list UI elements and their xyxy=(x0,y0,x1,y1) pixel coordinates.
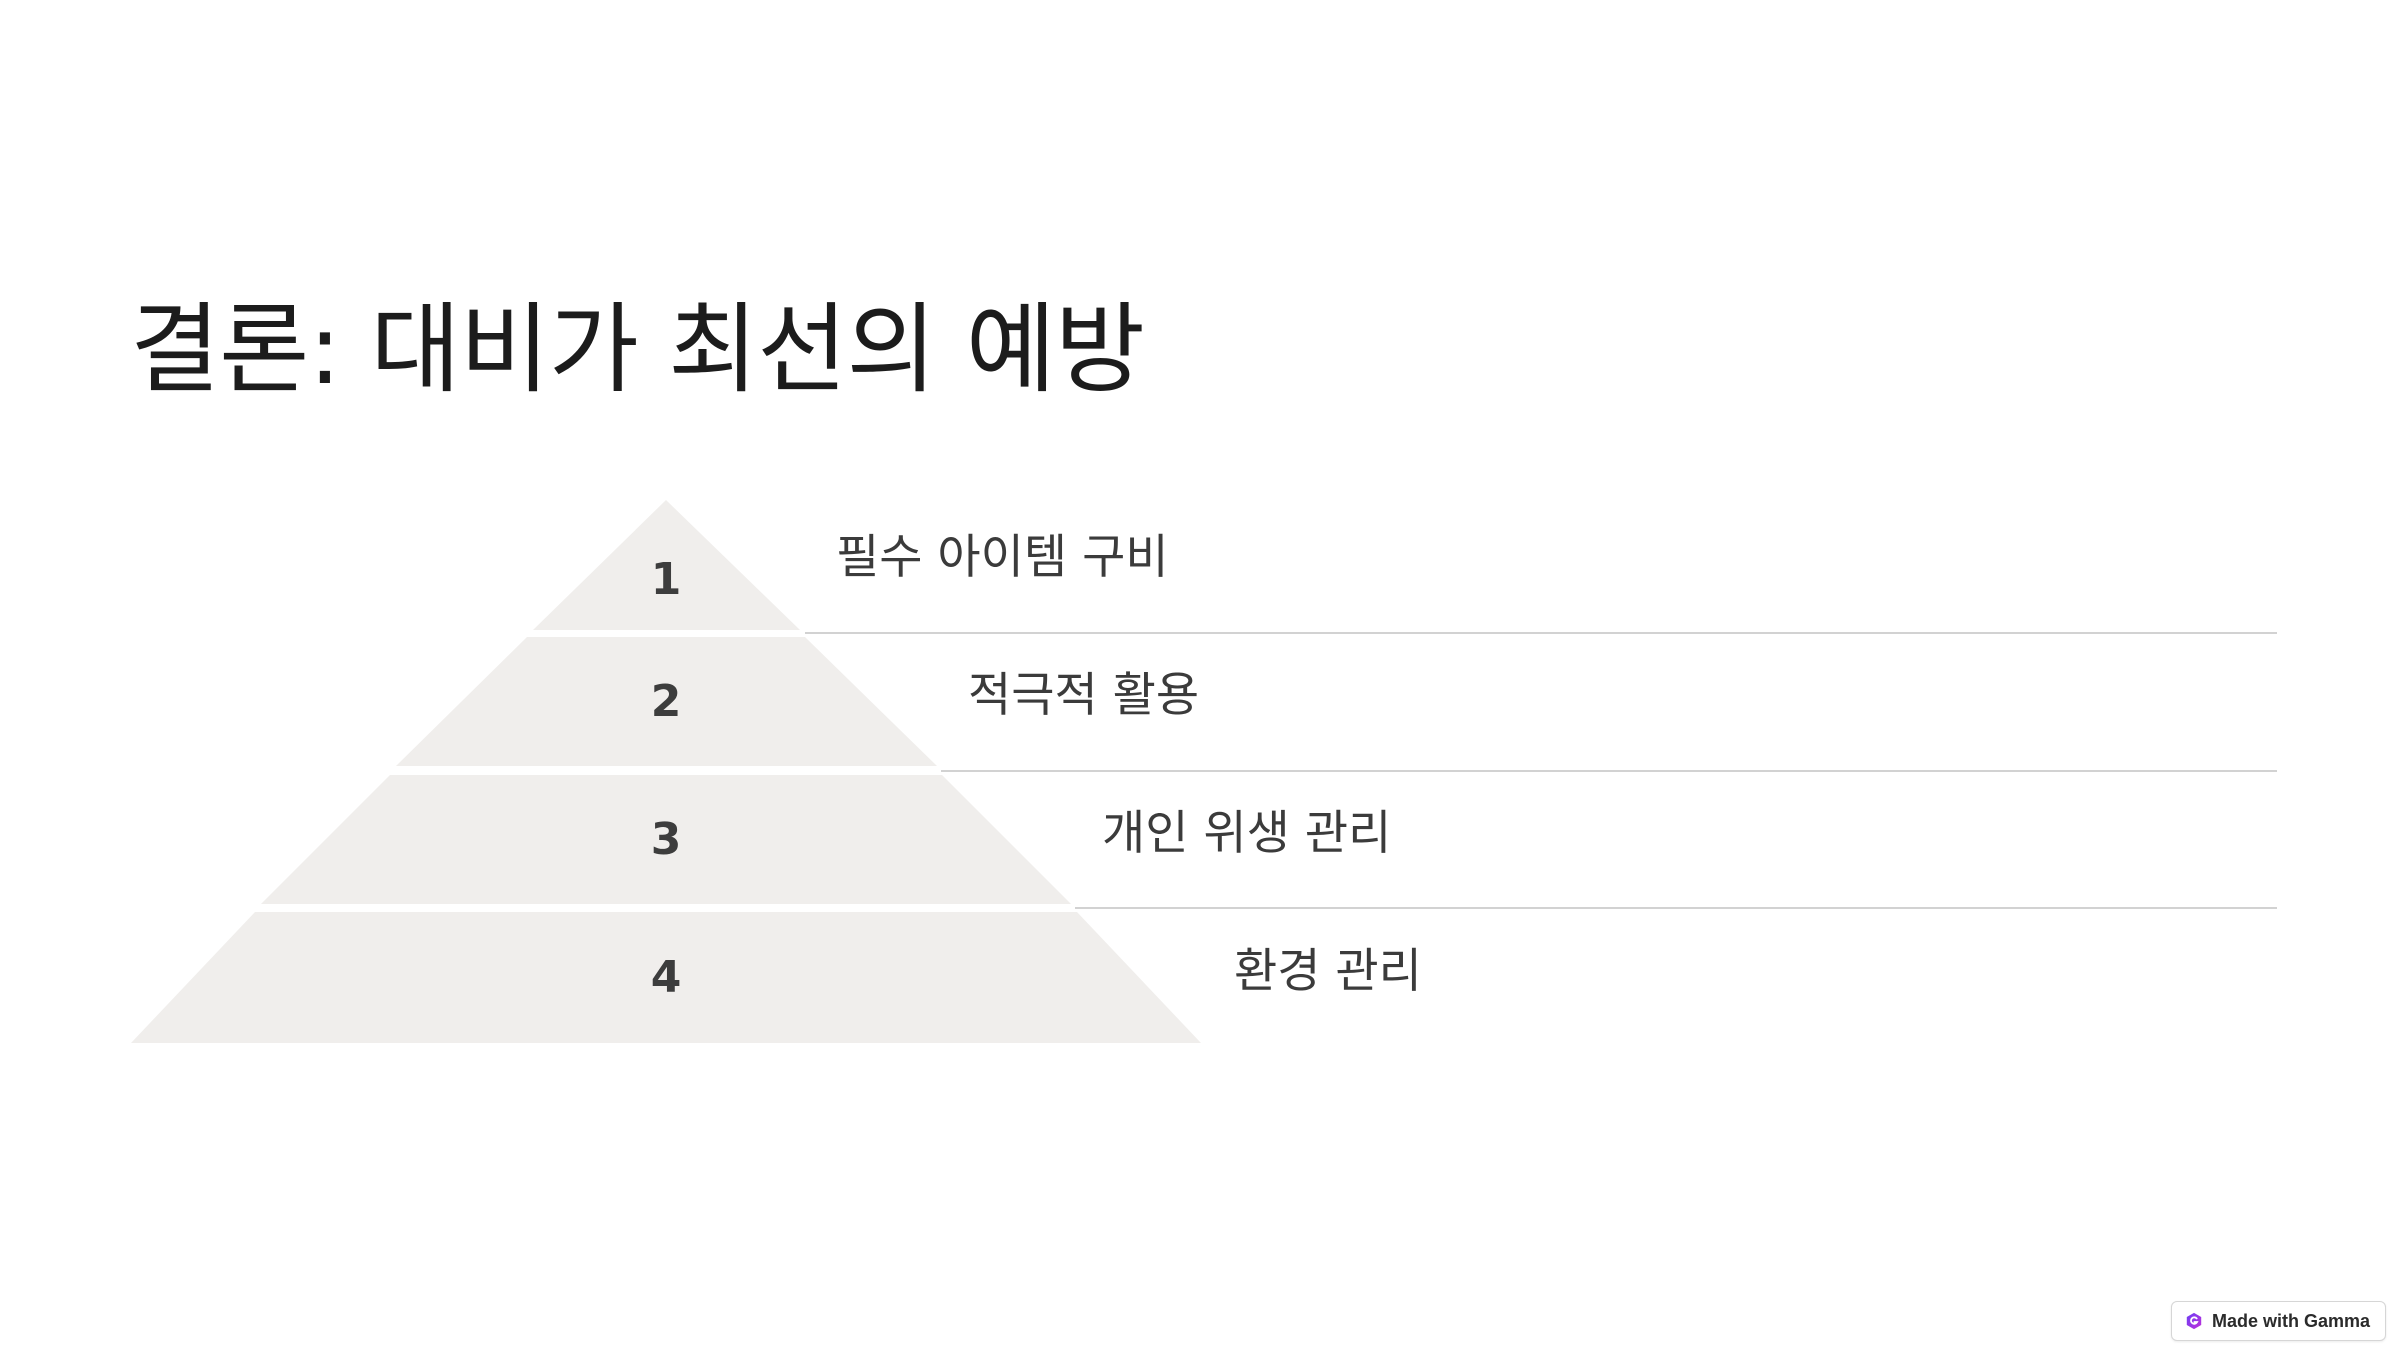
tier-number-2: 2 xyxy=(651,676,682,727)
tier-label-3: 개인 위생 관리 xyxy=(1102,806,1392,861)
pyramid-tier-3 xyxy=(261,775,1071,904)
tier-label-4: 환경 관리 xyxy=(1234,944,1422,999)
tier-number-3: 3 xyxy=(651,814,682,865)
tier-label-2: 적극적 활용 xyxy=(968,668,1200,723)
pyramid-tier-2 xyxy=(396,637,937,766)
pyramid-tier-1 xyxy=(533,500,800,630)
tier-number-4: 4 xyxy=(651,952,682,1003)
tier-label-1: 필수 아이템 구비 xyxy=(836,530,1169,585)
badge-label: Made with Gamma xyxy=(2211,1310,2370,1331)
tier-number-1: 1 xyxy=(651,554,682,605)
made-with-gamma-badge[interactable]: Made with Gamma xyxy=(2170,1301,2386,1341)
pyramid-tier-4 xyxy=(131,912,1201,1043)
gamma-logo-icon xyxy=(2186,1312,2202,1330)
slide-title: 결론: 대비가 최선의 예방 xyxy=(130,293,1145,407)
